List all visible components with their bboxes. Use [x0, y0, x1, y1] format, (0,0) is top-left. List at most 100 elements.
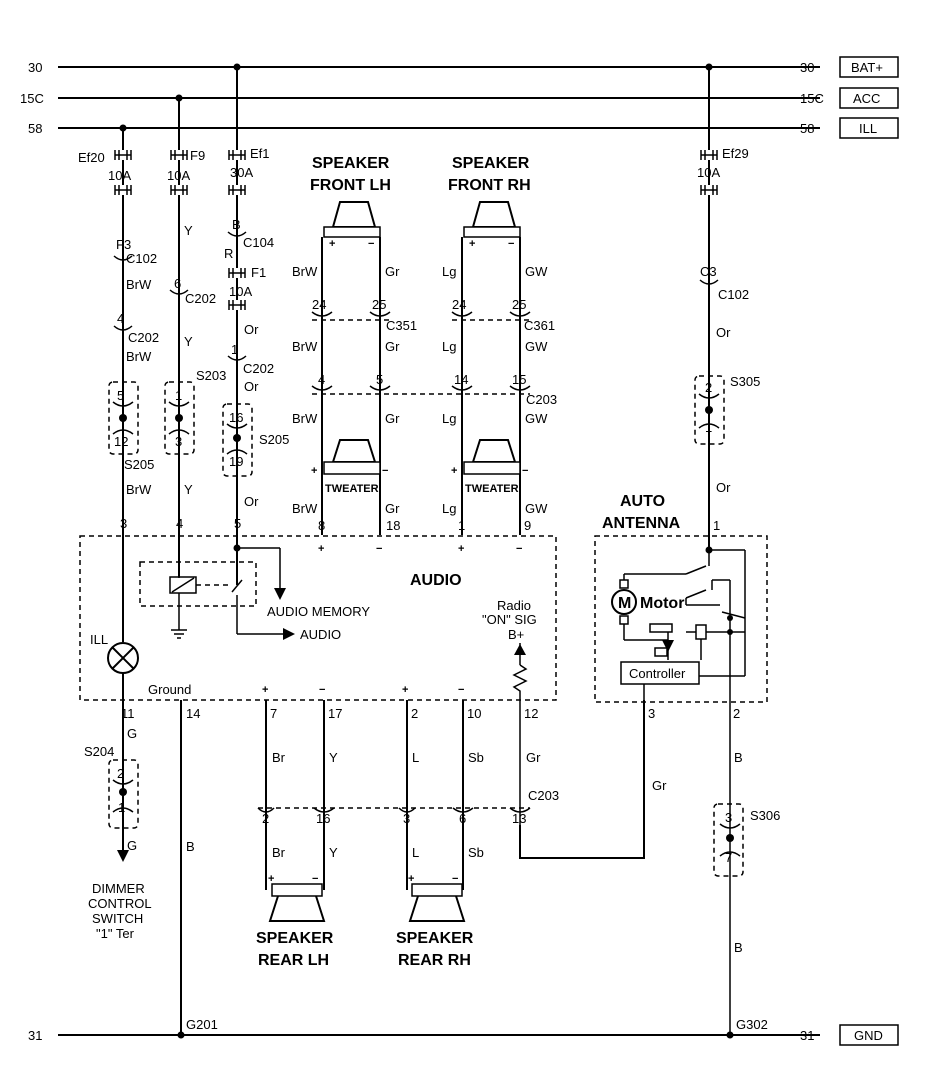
- svg-text:S205: S205: [124, 457, 154, 472]
- svg-text:"1" Ter: "1" Ter: [96, 926, 135, 941]
- svg-text:25: 25: [372, 297, 386, 312]
- svg-text:+: +: [458, 543, 464, 555]
- svg-text:−: −: [376, 543, 382, 555]
- svg-text:Gr: Gr: [385, 264, 400, 279]
- svg-text:30: 30: [28, 60, 42, 75]
- svg-text:C102: C102: [718, 287, 749, 302]
- svg-text:AUDIO: AUDIO: [410, 572, 462, 589]
- svg-text:C202: C202: [185, 291, 216, 306]
- svg-text:+: +: [268, 873, 274, 885]
- svg-text:15C: 15C: [20, 91, 44, 106]
- svg-text:4: 4: [117, 311, 124, 326]
- svg-text:B+: B+: [508, 627, 524, 642]
- speaker-rear-rh: + − SPEAKER REAR RH: [396, 870, 474, 969]
- svg-text:Motor: Motor: [640, 595, 684, 612]
- svg-text:10A: 10A: [697, 165, 720, 180]
- svg-text:GW: GW: [525, 264, 548, 279]
- svg-text:24: 24: [452, 297, 466, 312]
- svg-text:3: 3: [175, 434, 182, 449]
- svg-text:1: 1: [458, 518, 465, 533]
- svg-text:Gr: Gr: [385, 339, 400, 354]
- svg-text:Y: Y: [184, 482, 193, 497]
- svg-text:4: 4: [176, 516, 183, 531]
- acc-tag: [839, 87, 899, 109]
- svg-text:+: +: [451, 465, 457, 477]
- tweeter-lh: TWEATER + −: [311, 439, 388, 495]
- svg-text:GW: GW: [525, 339, 548, 354]
- svg-text:B: B: [186, 839, 195, 854]
- svg-text:C351: C351: [386, 318, 417, 333]
- svg-text:−: −: [458, 684, 464, 696]
- svg-text:−: −: [319, 684, 325, 696]
- svg-text:−: −: [508, 238, 514, 250]
- svg-text:Lg: Lg: [442, 339, 456, 354]
- antenna-box: [594, 535, 768, 703]
- svg-text:L: L: [412, 845, 419, 860]
- svg-text:C104: C104: [243, 235, 274, 250]
- bat-circuit: Ef1 30A B C104 R F1 10A Or 1 C202 Or 16 …: [222, 67, 289, 585]
- svg-text:+: +: [402, 684, 408, 696]
- svg-text:Lg: Lg: [442, 501, 456, 516]
- relay-coil-icon: [649, 623, 673, 633]
- acc-circuit: F9 10A Y 6 C202 Y S203 1 3 Y 4: [164, 98, 226, 578]
- svg-text:REAR RH: REAR RH: [398, 952, 471, 969]
- svg-text:−: −: [516, 543, 522, 555]
- svg-text:7: 7: [270, 706, 277, 721]
- svg-text:Y: Y: [329, 750, 338, 765]
- svg-text:15: 15: [512, 372, 526, 387]
- svg-text:−: −: [382, 465, 388, 477]
- svg-text:Or: Or: [716, 480, 731, 495]
- svg-text:ANTENNA: ANTENNA: [602, 515, 681, 532]
- splice-box: [694, 375, 725, 445]
- svg-text:14: 14: [186, 706, 200, 721]
- svg-text:Ef29: Ef29: [722, 146, 749, 161]
- svg-text:18: 18: [386, 518, 400, 533]
- svg-text:19: 19: [229, 454, 243, 469]
- speaker-front-lh: SPEAKER FRONT LH + −: [310, 155, 391, 250]
- svg-text:8: 8: [318, 518, 325, 533]
- svg-text:BAT+: BAT+: [851, 60, 883, 75]
- svg-text:Lg: Lg: [442, 264, 456, 279]
- svg-text:BrW: BrW: [126, 482, 152, 497]
- svg-text:S205: S205: [259, 432, 289, 447]
- svg-text:C3: C3: [700, 264, 717, 279]
- svg-text:6: 6: [459, 811, 466, 826]
- svg-text:Br: Br: [272, 845, 286, 860]
- fuse-ef20: Ef20 10A: [78, 150, 132, 222]
- svg-text:3: 3: [648, 706, 655, 721]
- svg-text:10A: 10A: [108, 168, 131, 183]
- svg-text:5: 5: [117, 388, 124, 403]
- speaker-cone-icon: [331, 201, 377, 228]
- svg-text:−: −: [312, 873, 318, 885]
- svg-text:10A: 10A: [167, 168, 190, 183]
- ill-circuit: Ef20 10A F3 C102 BrW 4 C202 BrW 5 12 S20…: [78, 128, 159, 941]
- svg-text:+: +: [311, 465, 317, 477]
- svg-text:F9: F9: [190, 148, 205, 163]
- svg-text:BrW: BrW: [292, 411, 318, 426]
- svg-text:1: 1: [713, 518, 720, 533]
- motor-icon: [611, 589, 637, 615]
- audio-box: [79, 535, 557, 701]
- svg-text:ILL: ILL: [859, 121, 877, 136]
- svg-text:C202: C202: [128, 330, 159, 345]
- svg-text:Radio: Radio: [497, 598, 531, 613]
- svg-text:C202: C202: [243, 361, 274, 376]
- svg-text:Ground: Ground: [148, 682, 191, 697]
- svg-text:16: 16: [316, 811, 330, 826]
- svg-text:BrW: BrW: [292, 264, 318, 279]
- svg-text:Gr: Gr: [652, 778, 667, 793]
- splice-box: [713, 803, 744, 877]
- svg-text:BrW: BrW: [292, 339, 318, 354]
- svg-text:10A: 10A: [229, 284, 252, 299]
- svg-text:13: 13: [512, 811, 526, 826]
- svg-text:GW: GW: [525, 411, 548, 426]
- svg-text:ILL: ILL: [90, 632, 108, 647]
- svg-text:AUDIO: AUDIO: [300, 627, 341, 642]
- svg-text:GW: GW: [525, 501, 548, 516]
- tweeter-cone-icon: [331, 439, 377, 463]
- svg-text:5: 5: [376, 372, 383, 387]
- ill-tag: [839, 117, 899, 139]
- svg-text:1: 1: [175, 388, 182, 403]
- svg-text:2: 2: [262, 811, 269, 826]
